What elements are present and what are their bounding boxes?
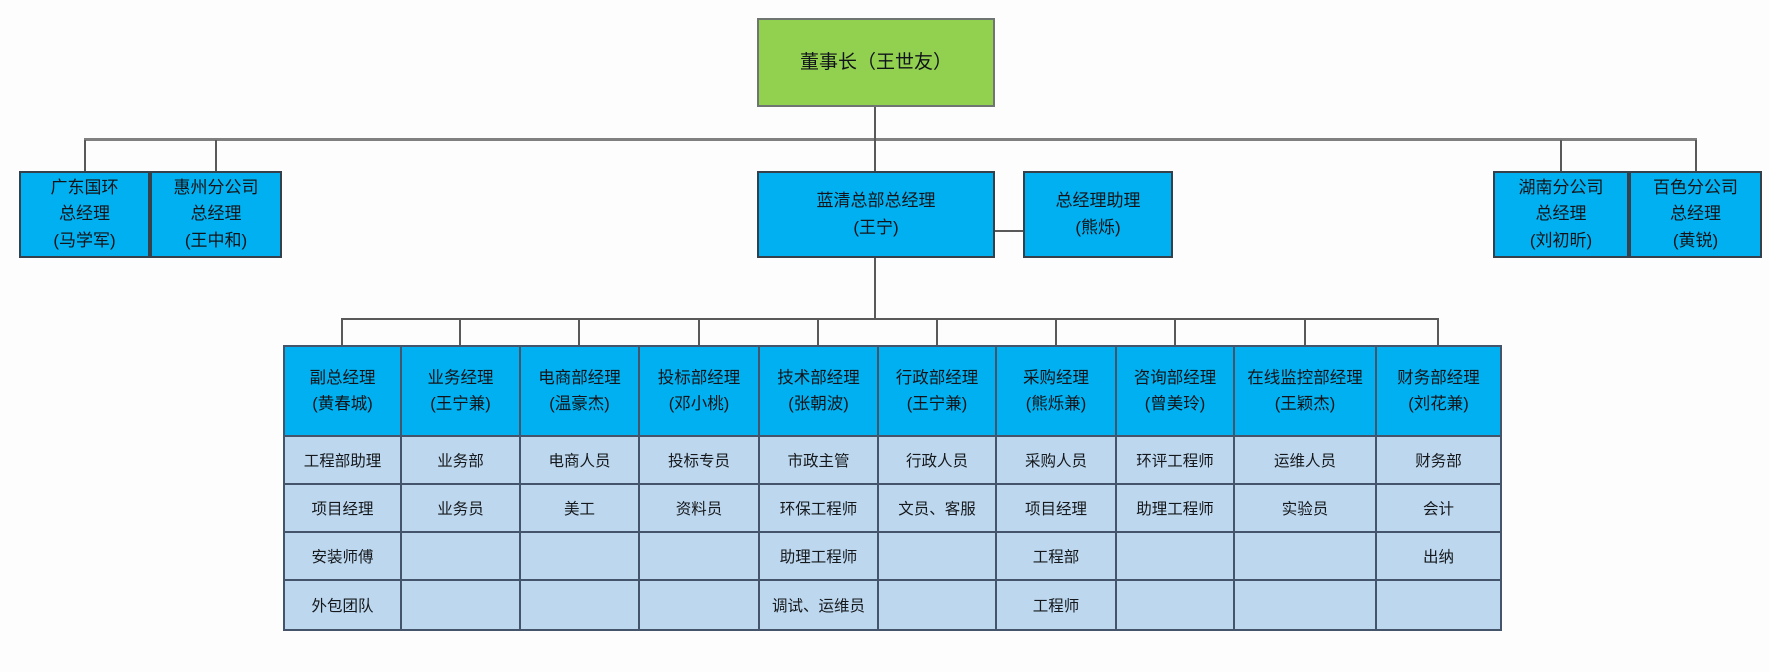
staff-cell-5-1: 文员、客服 — [878, 484, 996, 532]
staff-cell-5-3 — [878, 580, 996, 630]
connector-line — [1437, 318, 1439, 345]
department-grid: 副总经理 (黄春城)业务经理 (王宁兼)电商部经理 (温豪杰)投标部经理 (邓小… — [283, 345, 1502, 631]
connector-line — [1304, 318, 1306, 345]
connector-line — [698, 318, 700, 345]
staff-cell-0-0: 工程部助理 — [284, 436, 401, 484]
connector-line — [1695, 140, 1697, 171]
connector-line — [874, 258, 876, 319]
dept-header-7: 咨询部经理 (曾美玲) — [1116, 346, 1234, 436]
staff-cell-1-2 — [401, 532, 520, 580]
staff-cell-2-1: 美工 — [520, 484, 639, 532]
staff-cell-9-0: 财务部 — [1376, 436, 1501, 484]
node-gm-assistant: 总经理助理 (熊烁) — [1023, 171, 1173, 258]
staff-cell-7-0: 环评工程师 — [1116, 436, 1234, 484]
staff-cell-5-0: 行政人员 — [878, 436, 996, 484]
node-guangdong-guohuan-gm: 广东国环 总经理 (马学军) — [19, 171, 150, 258]
dept-header-8: 在线监控部经理 (王颖杰) — [1234, 346, 1376, 436]
staff-cell-8-3 — [1234, 580, 1376, 630]
staff-cell-8-0: 运维人员 — [1234, 436, 1376, 484]
staff-cell-3-2 — [639, 532, 759, 580]
staff-cell-4-0: 市政主管 — [759, 436, 878, 484]
connector-rail-departments — [341, 318, 1438, 320]
connector-line — [341, 318, 343, 345]
connector-rail-level2 — [84, 138, 1697, 141]
connector-line — [936, 318, 938, 345]
connector-line — [578, 318, 580, 345]
staff-cell-7-2 — [1116, 532, 1234, 580]
staff-cell-0-3: 外包团队 — [284, 580, 401, 630]
dept-header-1: 业务经理 (王宁兼) — [401, 346, 520, 436]
dept-header-6: 采购经理 (熊烁兼) — [996, 346, 1116, 436]
dept-header-2: 电商部经理 (温豪杰) — [520, 346, 639, 436]
staff-cell-4-2: 助理工程师 — [759, 532, 878, 580]
staff-cell-2-0: 电商人员 — [520, 436, 639, 484]
staff-cell-3-3 — [639, 580, 759, 630]
connector-line — [817, 318, 819, 345]
node-hunan-branch-gm: 湖南分公司 总经理 (刘初昕) — [1493, 171, 1629, 258]
staff-cell-6-3: 工程师 — [996, 580, 1116, 630]
staff-cell-2-3 — [520, 580, 639, 630]
staff-cell-4-3: 调试、运维员 — [759, 580, 878, 630]
staff-cell-9-2: 出纳 — [1376, 532, 1501, 580]
connector-line — [84, 140, 86, 171]
staff-cell-2-2 — [520, 532, 639, 580]
connector-line — [215, 140, 217, 171]
connector-assistant — [995, 230, 1023, 232]
staff-cell-1-3 — [401, 580, 520, 630]
connector-line — [1055, 318, 1057, 345]
staff-cell-1-0: 业务部 — [401, 436, 520, 484]
staff-cell-1-1: 业务员 — [401, 484, 520, 532]
staff-cell-5-2 — [878, 532, 996, 580]
staff-cell-7-3 — [1116, 580, 1234, 630]
node-baise-branch-gm: 百色分公司 总经理 (黄锐) — [1629, 171, 1762, 258]
staff-cell-7-1: 助理工程师 — [1116, 484, 1234, 532]
dept-header-5: 行政部经理 (王宁兼) — [878, 346, 996, 436]
staff-cell-0-2: 安装师傅 — [284, 532, 401, 580]
connector-line — [459, 318, 461, 345]
staff-cell-9-1: 会计 — [1376, 484, 1501, 532]
connector-line — [874, 107, 876, 171]
staff-cell-6-0: 采购人员 — [996, 436, 1116, 484]
staff-cell-8-2 — [1234, 532, 1376, 580]
staff-cell-8-1: 实验员 — [1234, 484, 1376, 532]
node-lanqing-hq-gm: 蓝清总部总经理 (王宁) — [757, 171, 995, 258]
connector-line — [1560, 140, 1562, 171]
dept-header-4: 技术部经理 (张朝波) — [759, 346, 878, 436]
node-huizhou-branch-gm: 惠州分公司 总经理 (王中和) — [150, 171, 282, 258]
dept-header-9: 财务部经理 (刘花兼) — [1376, 346, 1501, 436]
staff-cell-3-0: 投标专员 — [639, 436, 759, 484]
node-chairman: 董事长（王世友） — [757, 18, 995, 107]
connector-line — [1174, 318, 1176, 345]
staff-cell-4-1: 环保工程师 — [759, 484, 878, 532]
staff-cell-6-1: 项目经理 — [996, 484, 1116, 532]
staff-cell-3-1: 资料员 — [639, 484, 759, 532]
dept-header-3: 投标部经理 (邓小桃) — [639, 346, 759, 436]
staff-cell-6-2: 工程部 — [996, 532, 1116, 580]
staff-cell-0-1: 项目经理 — [284, 484, 401, 532]
dept-header-0: 副总经理 (黄春城) — [284, 346, 401, 436]
staff-cell-9-3 — [1376, 580, 1501, 630]
